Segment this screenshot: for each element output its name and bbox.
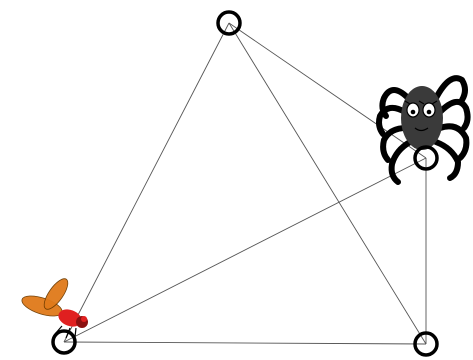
edge-bottom-left-bottom-right <box>64 342 426 344</box>
spider-body <box>401 86 443 150</box>
edge-right-bottom-left <box>64 158 426 342</box>
fly-eye <box>81 316 87 322</box>
edges <box>64 23 426 344</box>
spider-icon[interactable] <box>379 78 468 182</box>
edge-top-bottom-left <box>64 23 229 342</box>
nodes <box>53 12 437 355</box>
fly-icon[interactable] <box>20 275 88 338</box>
